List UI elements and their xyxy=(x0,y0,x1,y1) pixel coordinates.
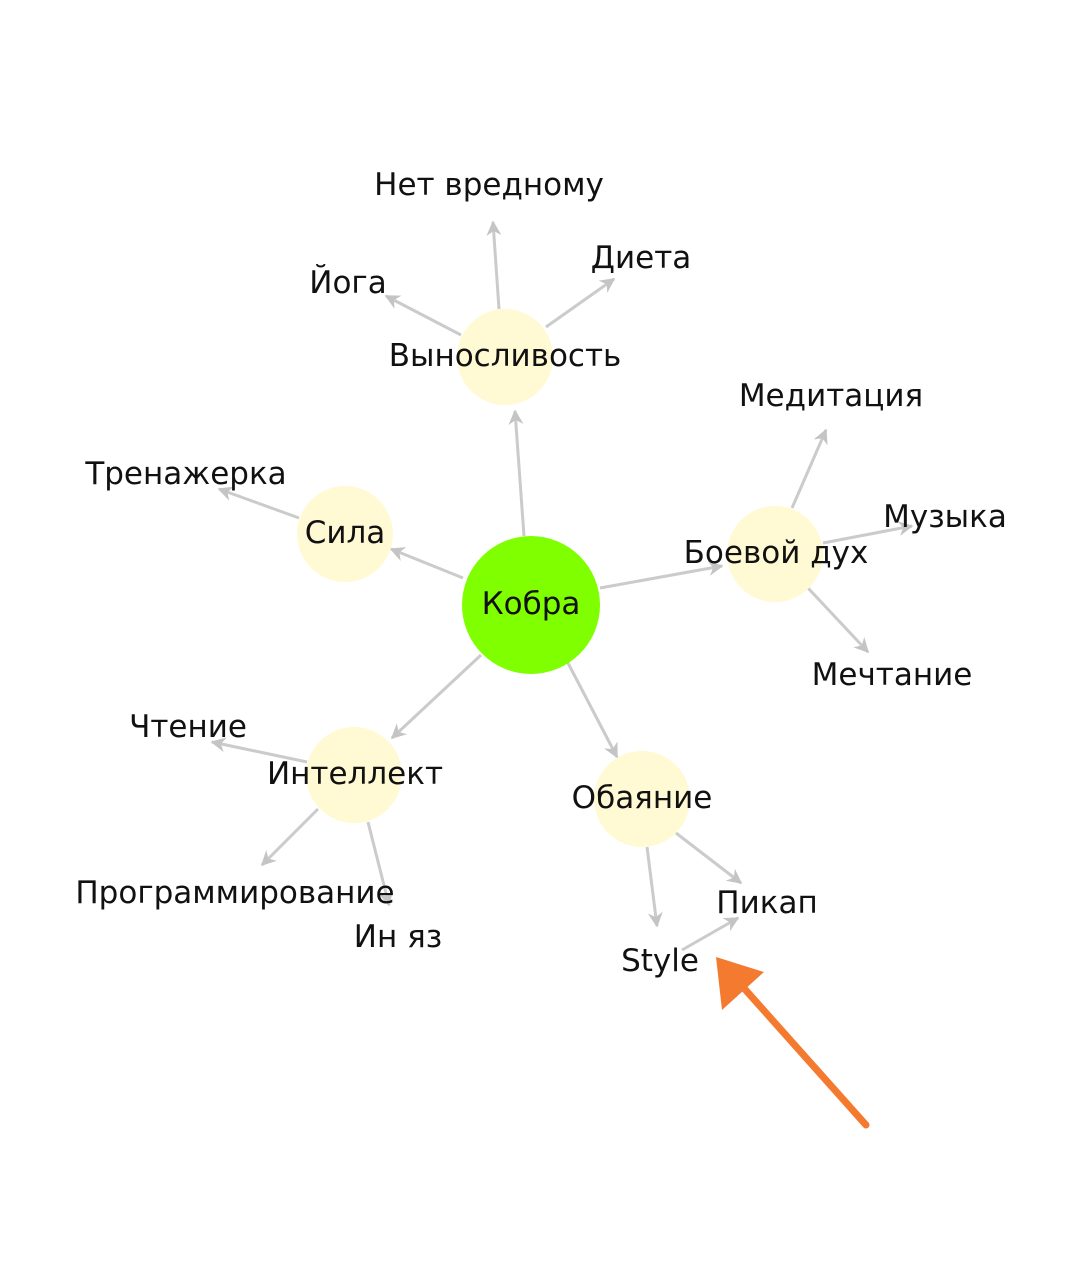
node-label-boevoy-duh[interactable]: Боевой дух xyxy=(684,535,869,571)
node-label-meditatsiya[interactable]: Медитация xyxy=(739,378,923,414)
edge-kobra-to-sila xyxy=(389,547,464,580)
edge-intellekt-to-in_yaz xyxy=(366,821,393,907)
node-label-net-vrednomu[interactable]: Нет вредному xyxy=(374,167,604,203)
node-label-chtenie[interactable]: Чтение xyxy=(129,709,247,745)
edge-vynoslivost-to-dieta xyxy=(545,277,616,329)
branch-node-vynoslivost-circle[interactable] xyxy=(457,309,553,405)
node-label-sila[interactable]: Сила xyxy=(305,515,386,551)
highlight-arrow-shaft xyxy=(738,982,870,1129)
node-label-programmirovanie[interactable]: Программирование xyxy=(75,875,394,911)
edge-style-to-pikap xyxy=(681,916,740,952)
branch-node-boevoy-duh-circle[interactable] xyxy=(727,506,823,602)
node-label-in-yaz[interactable]: Ин яз xyxy=(354,919,442,955)
edge-intellekt-to-chtenie xyxy=(210,737,308,764)
edge-obayanie-to-pikap xyxy=(675,831,743,885)
node-label-muzyka[interactable]: Музыка xyxy=(883,499,1007,535)
edge-kobra-to-intellekt xyxy=(390,653,483,740)
node-label-mechtanie[interactable]: Мечтание xyxy=(812,657,973,693)
node-label-obayanie[interactable]: Обаяние xyxy=(572,780,713,816)
edge-sila-to-trenazherka xyxy=(217,486,300,520)
edge-intellekt-to-programmirovanie xyxy=(260,807,320,867)
edge-vynoslivost-to-net_vrednomu xyxy=(486,220,502,310)
highlight-arrowhead xyxy=(716,957,764,1010)
edge-layer xyxy=(210,220,914,952)
highlight-arrow xyxy=(716,957,870,1129)
edge-kobra-to-vynoslivost xyxy=(508,409,526,537)
edge-boevoy_duh-to-muzyka xyxy=(822,521,914,545)
branch-node-sila-circle[interactable] xyxy=(297,486,393,582)
edge-kobra-to-obayanie xyxy=(566,662,619,759)
edge-vynoslivost-to-yoga xyxy=(384,294,462,337)
edge-boevoy_duh-to-meditatsiya xyxy=(790,428,828,509)
edge-kobra-to-boevoy_duh xyxy=(599,561,724,590)
node-label-intellekt[interactable]: Интеллект xyxy=(267,756,443,792)
edge-boevoy_duh-to-mechtanie xyxy=(806,586,870,654)
root-node-circle[interactable] xyxy=(462,536,600,674)
branch-node-intellekt-circle[interactable] xyxy=(306,727,402,823)
node-label-pikap[interactable]: Пикап xyxy=(716,885,817,921)
node-label-style[interactable]: Style xyxy=(621,943,699,979)
node-label-kobra[interactable]: Кобра xyxy=(482,586,581,622)
branch-node-obayanie-circle[interactable] xyxy=(594,751,690,847)
node-label-yoga[interactable]: Йога xyxy=(309,265,386,301)
edge-obayanie-to-style xyxy=(645,846,663,928)
node-label-dieta[interactable]: Диета xyxy=(591,240,692,276)
node-label-vynoslivost[interactable]: Выносливость xyxy=(389,338,622,374)
node-label-trenazherka[interactable]: Тренажерка xyxy=(84,456,286,492)
